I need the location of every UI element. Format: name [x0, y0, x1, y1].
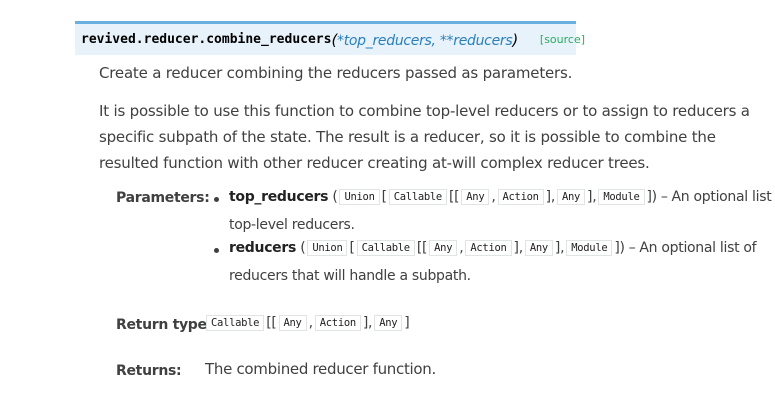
param-top-reducers: top_reducers ( Union[ Callable[[ Any, Ac… [229, 189, 775, 205]
type-any[interactable]: Any [556, 189, 586, 205]
type-action[interactable]: Action [497, 189, 544, 205]
param-description-cont: reducers that will handle a subpath. [229, 268, 471, 284]
type-callable[interactable]: Callable [356, 240, 415, 256]
function-signature: revived.reducer.combine_reducers (*top_r… [75, 21, 585, 55]
parameters-label: Parameters: [116, 190, 210, 206]
type-bracket: [ [349, 240, 355, 256]
description-summary: Create a reducer combining the reducers … [99, 64, 573, 82]
type-paren: ( [332, 189, 338, 205]
type-bracket: ] [404, 315, 410, 331]
type-action[interactable]: Action [314, 315, 361, 331]
type-bracket: [[ [416, 240, 428, 256]
type-bracket: ], [513, 240, 524, 256]
description-detail: It is possible to use this function to c… [99, 102, 750, 172]
type-action[interactable]: Action [465, 240, 512, 256]
type-comma: , [491, 189, 496, 205]
open-paren: ( [331, 30, 338, 49]
function-name: revived.reducer.combine_reducers [81, 32, 332, 47]
source-link[interactable]: [source] [539, 33, 586, 46]
bullet-icon [212, 246, 221, 255]
dash: – [628, 240, 636, 256]
function-params: *top_reducers, **reducers [337, 32, 513, 49]
type-union[interactable]: Union [307, 240, 348, 256]
type-bracket: ]) [646, 189, 658, 205]
return-type-value: Callable[[ Any, Action], Any] [204, 315, 410, 331]
type-bracket: [ [381, 189, 387, 205]
returns-value: The combined reducer function. [205, 360, 436, 378]
type-callable[interactable]: Callable [206, 315, 265, 331]
function-params-group: (*top_reducers, **reducers) [331, 30, 518, 49]
type-bracket: [[ [266, 315, 277, 331]
returns-label: Returns: [116, 363, 182, 379]
type-any[interactable]: Any [374, 315, 403, 331]
dash: – [660, 189, 668, 205]
type-bracket: ], [545, 189, 556, 205]
type-callable[interactable]: Callable [388, 189, 447, 205]
close-paren: ) [512, 30, 518, 49]
type-paren: ( [300, 240, 306, 256]
param-name: reducers [229, 240, 297, 256]
type-any[interactable]: Any [524, 240, 553, 256]
type-any[interactable]: Any [278, 315, 307, 331]
type-module[interactable]: Module [598, 189, 645, 205]
type-comma: , [459, 240, 464, 256]
param-description-cont: top-level reducers. [229, 217, 355, 233]
param-reducers: reducers ( Union[ Callable[[ Any, Action… [229, 240, 757, 256]
type-bracket: ]) [614, 240, 625, 256]
type-any[interactable]: Any [461, 189, 490, 205]
type-bracket: ], [554, 240, 565, 256]
type-comma: , [308, 315, 313, 331]
type-bracket: ], [362, 315, 373, 331]
param-name: top_reducers [229, 189, 329, 205]
return-type-label: Return type: [116, 317, 213, 333]
param-description: An optional list of [639, 240, 757, 256]
type-module[interactable]: Module [566, 240, 613, 256]
type-any[interactable]: Any [429, 240, 458, 256]
param-description: An optional list of [671, 189, 775, 205]
type-bracket: ], [587, 189, 597, 205]
type-bracket: [[ [448, 189, 460, 205]
bullet-icon [212, 195, 221, 204]
type-union[interactable]: Union [339, 189, 380, 205]
